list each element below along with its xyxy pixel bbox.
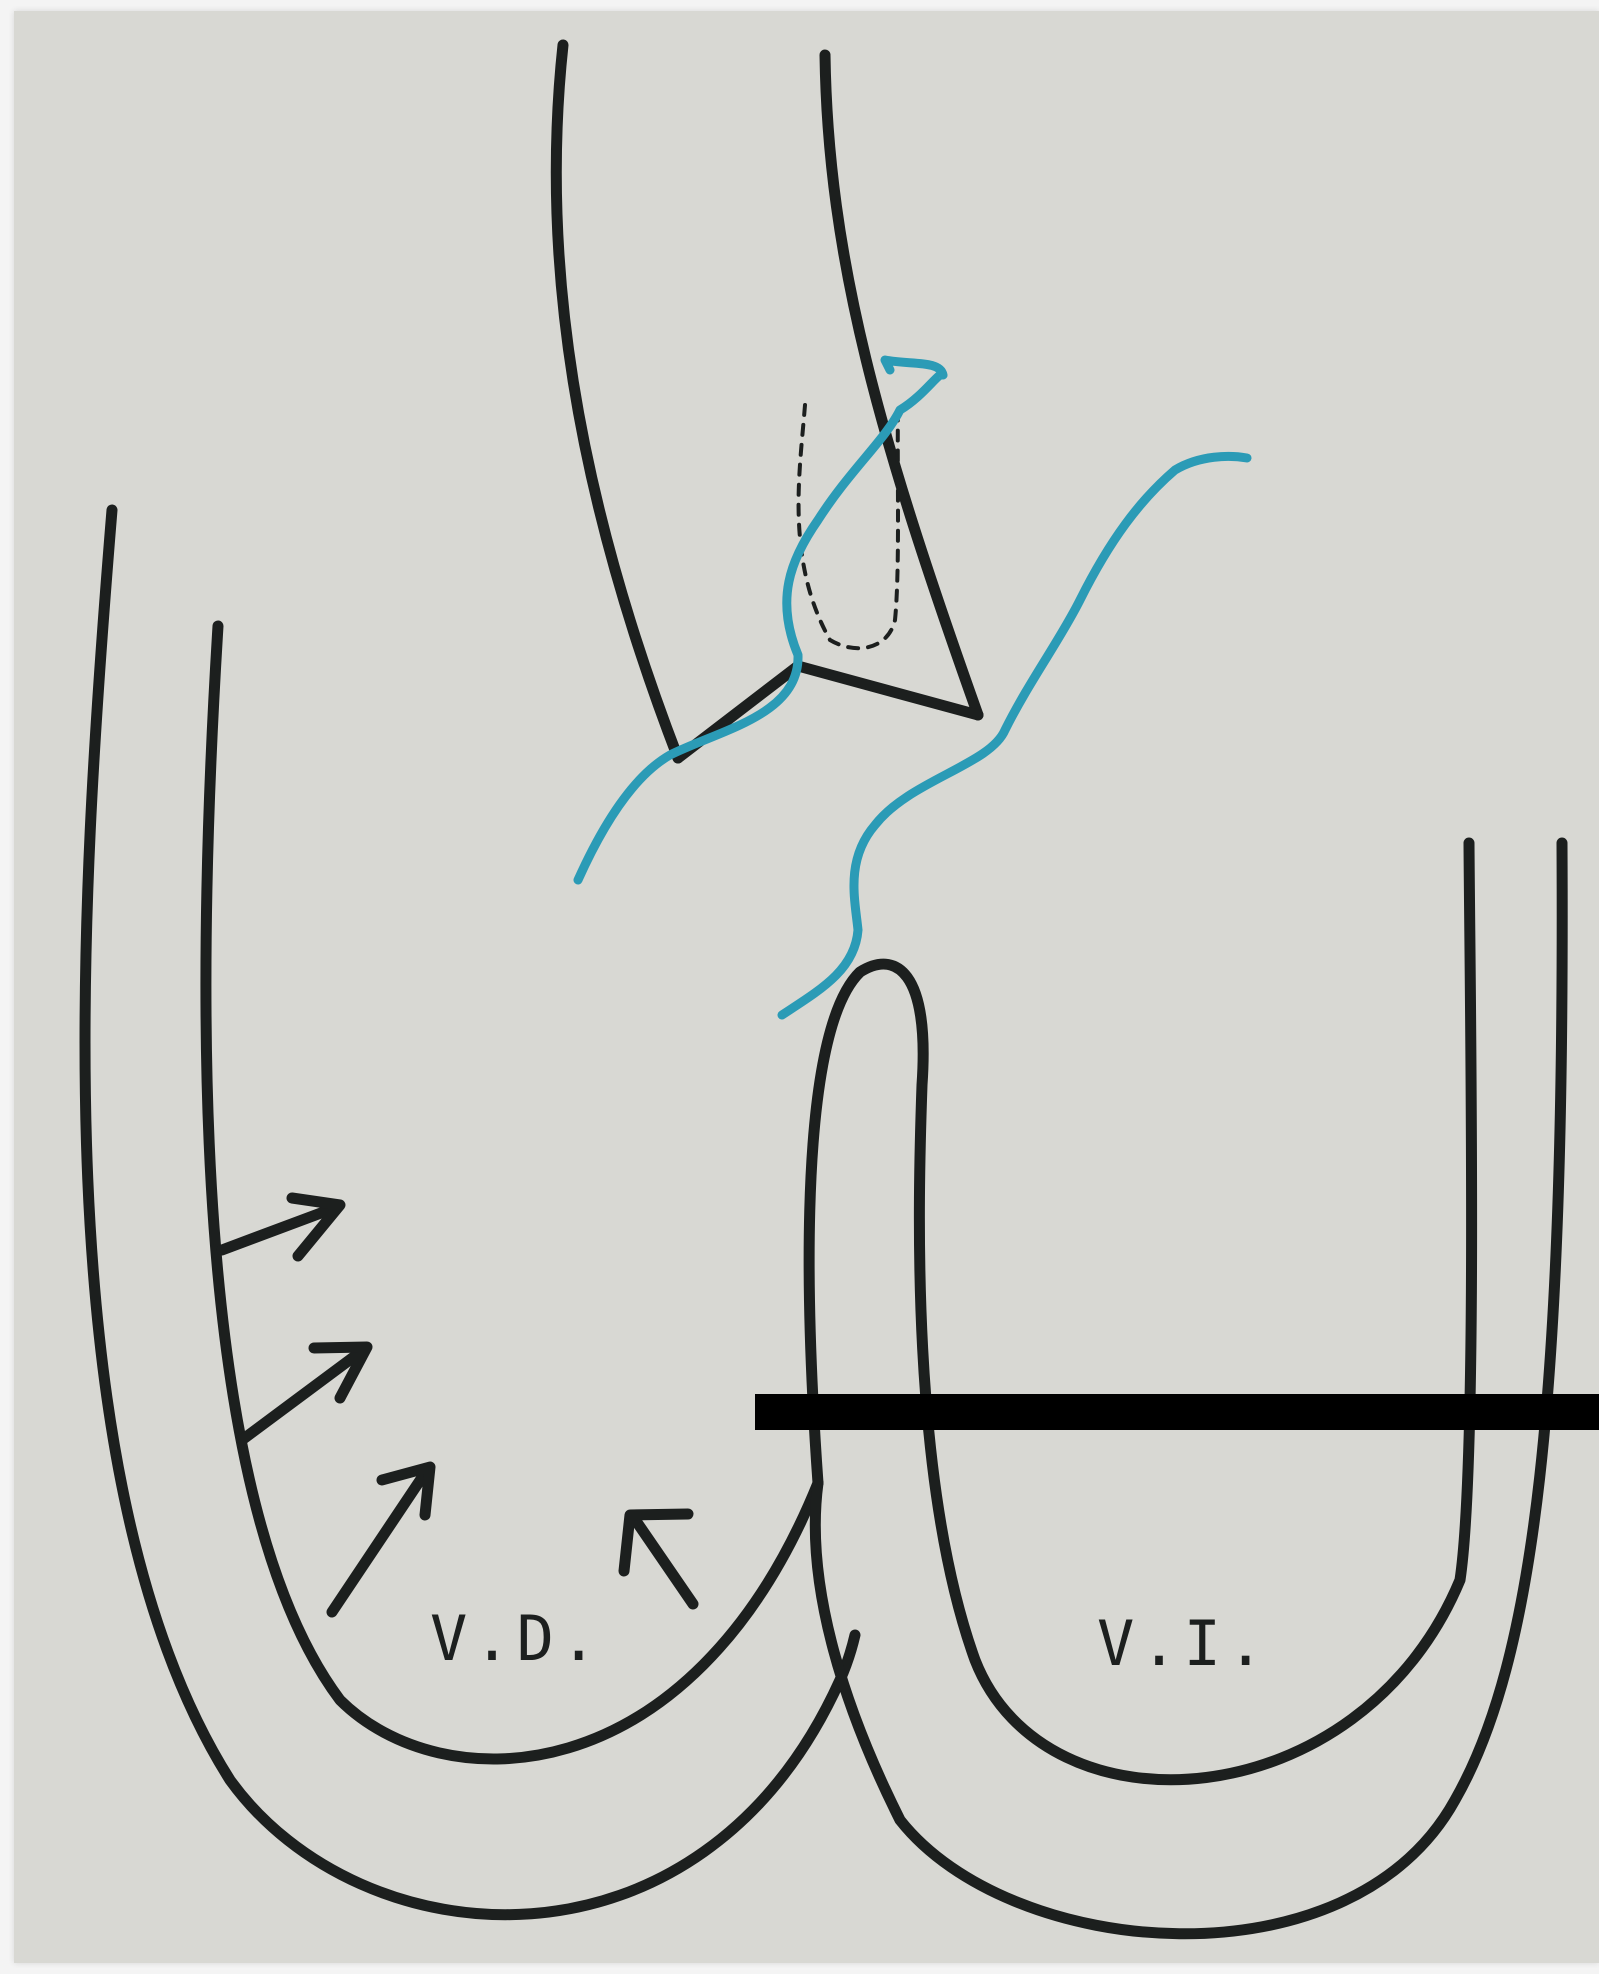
arrow-3 — [332, 1467, 430, 1612]
vessel-cut-edge — [678, 666, 978, 758]
arrow-2 — [242, 1347, 367, 1440]
right-ventricle-inner-wall — [206, 626, 818, 1759]
left-ventricle-label: V.I. — [1097, 1607, 1270, 1680]
black-bar — [755, 1394, 1599, 1430]
blue-curve-lower — [782, 456, 1247, 1015]
vessel-left-wall — [556, 45, 678, 758]
arrow-1 — [222, 1198, 340, 1256]
right-ventricle-label: V.D. — [430, 1602, 603, 1675]
vessel-right-wall — [825, 55, 978, 715]
arrow-4 — [624, 1514, 693, 1604]
